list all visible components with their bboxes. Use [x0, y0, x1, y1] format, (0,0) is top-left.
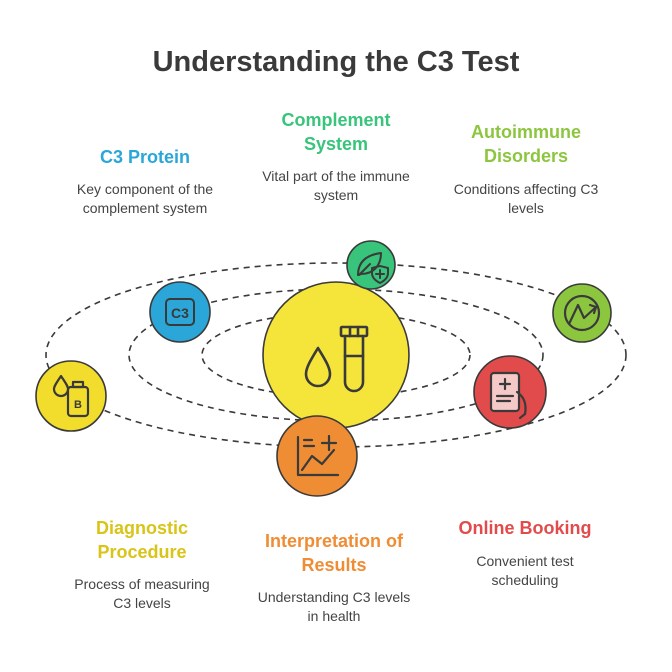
c3-protein-desc: Key component of the complement system — [76, 181, 214, 216]
interpretation-node — [276, 415, 358, 497]
online-booking-node — [473, 355, 547, 429]
chart-plus-icon — [296, 434, 340, 477]
c3-protein-heading: C3 Protein — [99, 147, 191, 167]
c3-protein-node: C3 — [149, 281, 211, 343]
diagnostic-desc: Process of measuring C3 levels — [74, 576, 210, 611]
interpretation-desc: Understanding C3 levels in health — [257, 589, 411, 624]
center-node — [262, 281, 410, 429]
autoimmune-node — [552, 283, 612, 343]
autoimmune-heading: Autoimmune Disorders — [471, 122, 581, 166]
page-title: Understanding the C3 Test — [152, 46, 520, 78]
complement-system-desc: Vital part of the immune system — [262, 168, 410, 203]
blood-drop-test-tube-icon — [304, 325, 369, 393]
blood-sample-icon: B — [52, 374, 90, 418]
diagnostic-node: B — [35, 360, 107, 432]
diagnostic-heading: Diagnostic Procedure — [95, 518, 188, 562]
online-booking-desc: Convenient test scheduling — [476, 553, 574, 588]
self-attack-icon — [563, 294, 601, 332]
complement-system-heading: Complement System — [281, 110, 391, 154]
svg-text:B: B — [74, 399, 82, 411]
online-booking-heading: Online Booking — [458, 518, 592, 538]
c3-label-icon: C3 — [165, 298, 195, 326]
leaf-shield-icon — [357, 252, 389, 284]
interpretation-heading: Interpretation of Results — [265, 531, 403, 575]
svg-text:C3: C3 — [171, 305, 189, 321]
tablet-medical-icon — [489, 371, 527, 420]
complement-system-node — [346, 240, 396, 290]
autoimmune-desc: Conditions affecting C3 levels — [453, 181, 599, 216]
